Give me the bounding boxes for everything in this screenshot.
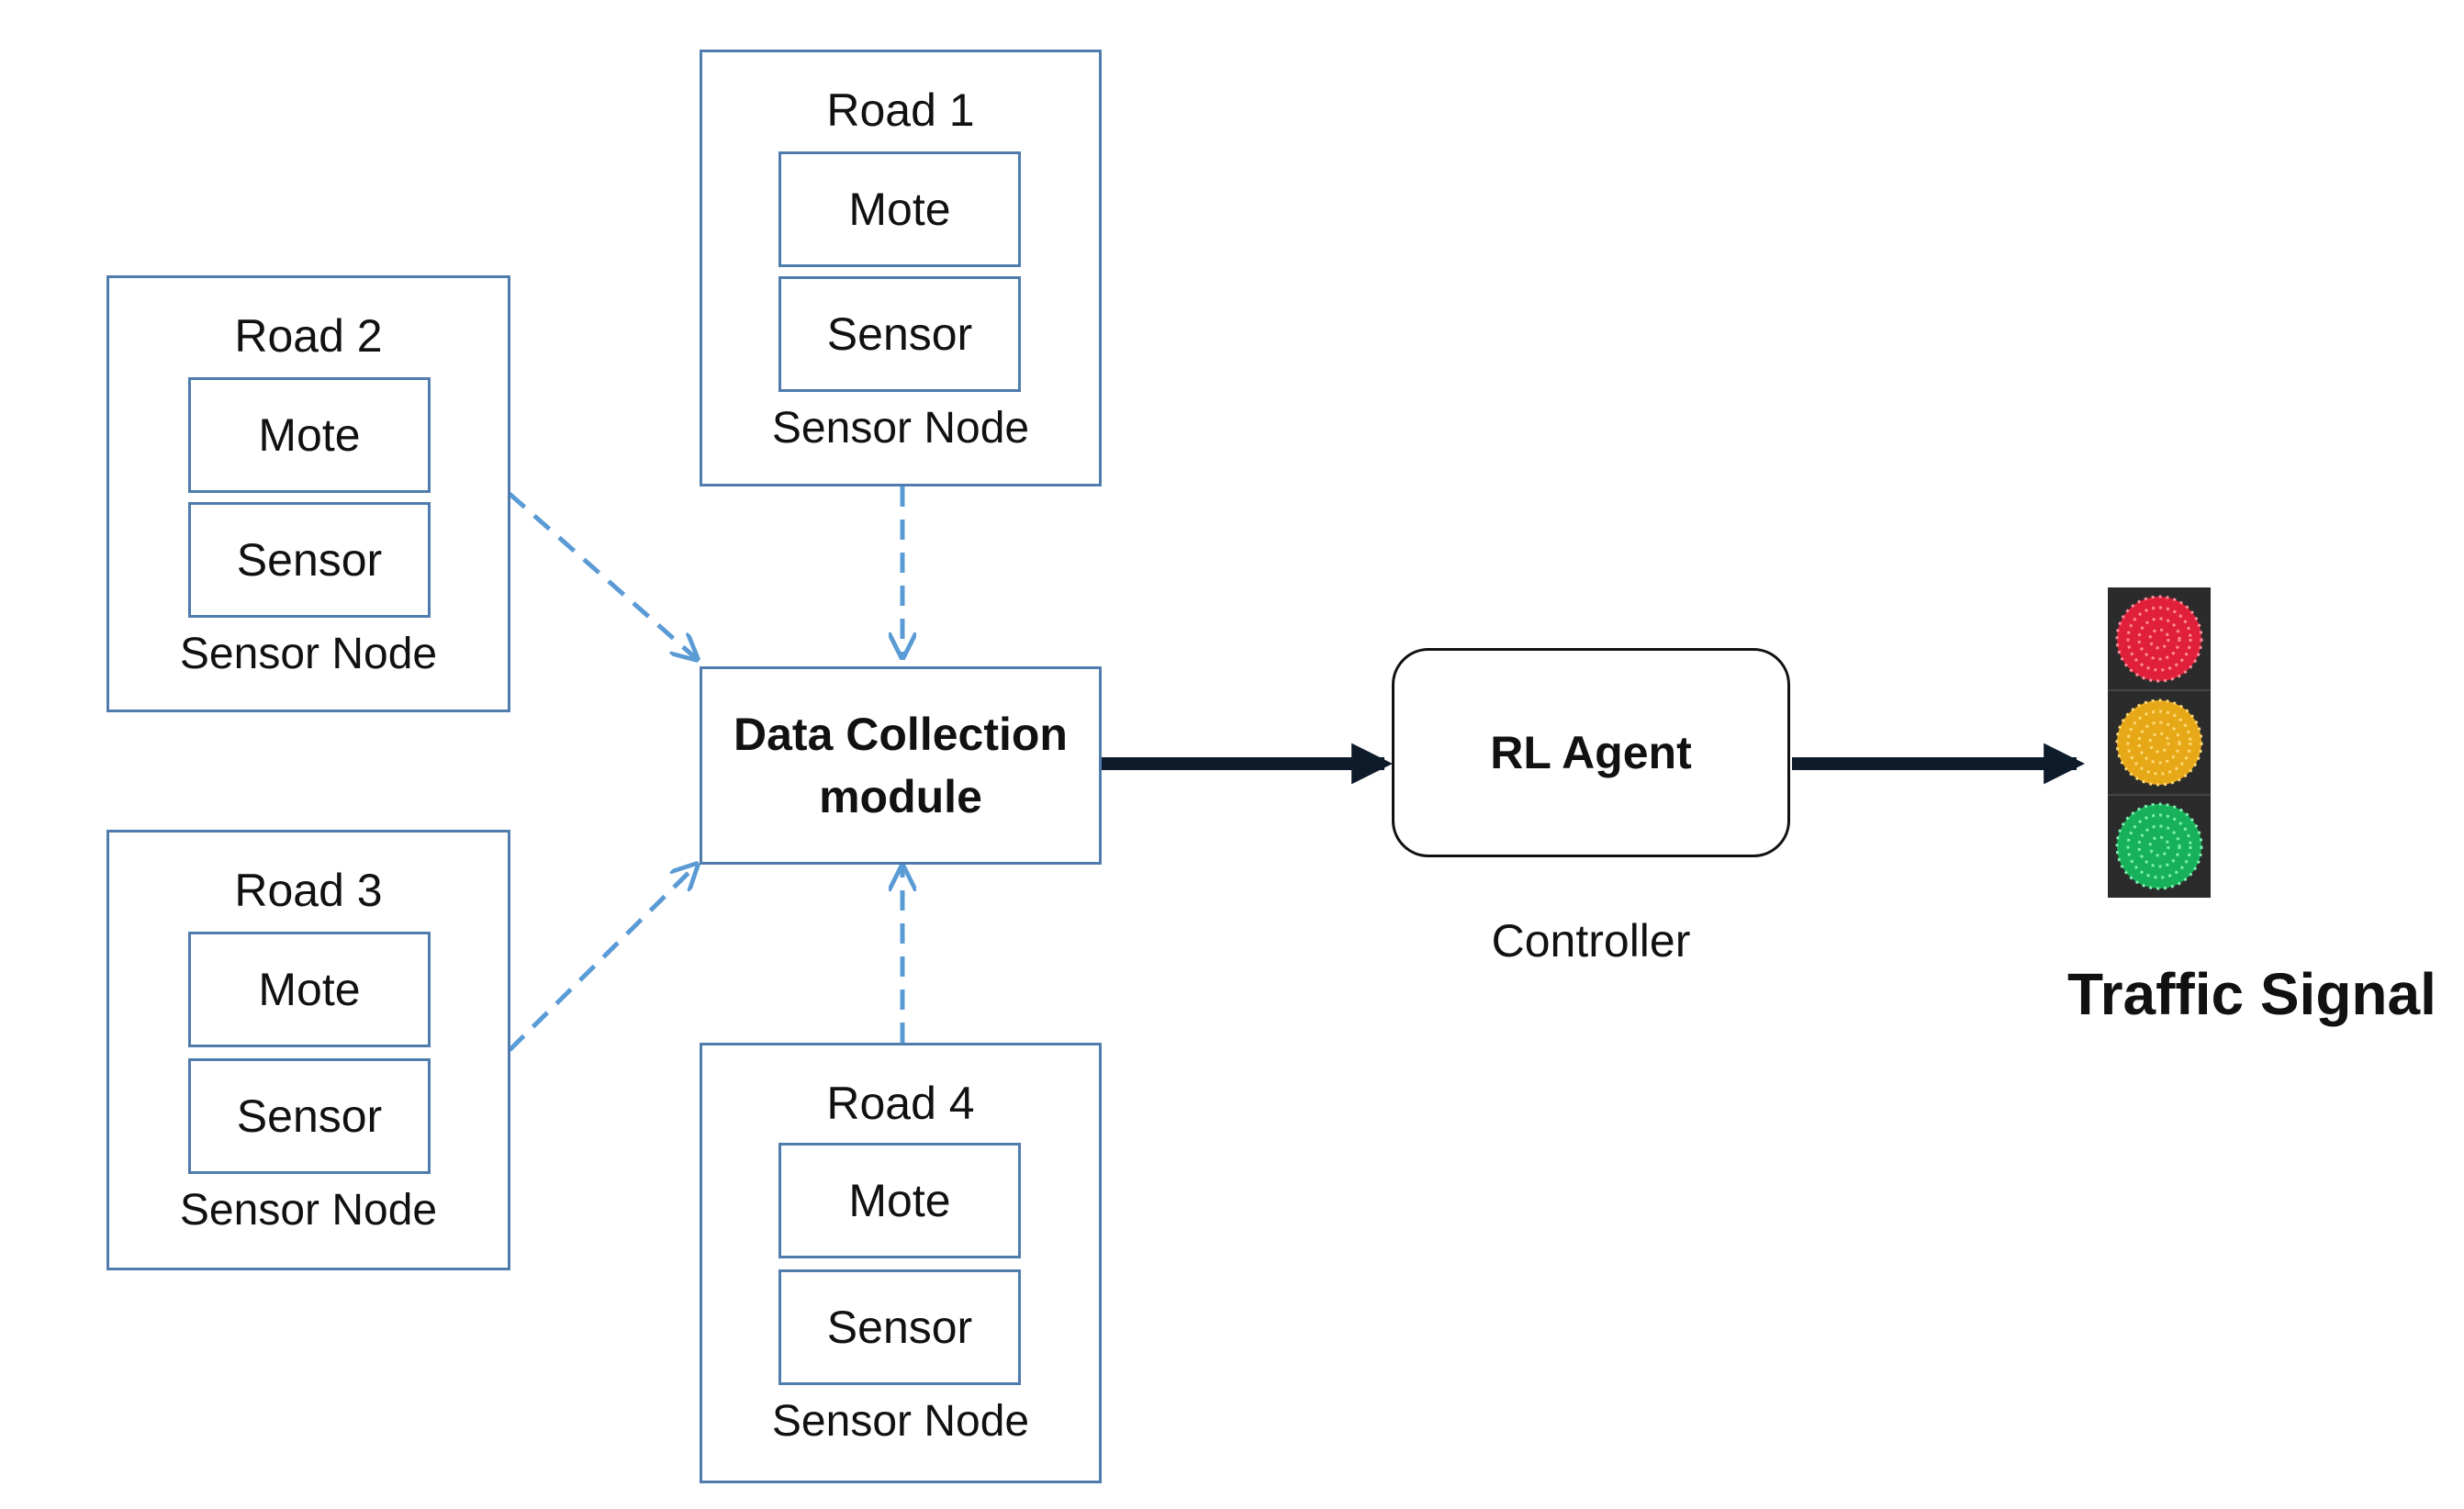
road-3-sensor: Sensor (188, 1058, 431, 1174)
data-collection-line-2: module (819, 771, 982, 822)
arrow-road3-to-dc (508, 865, 697, 1052)
road-2-mote: Mote (188, 377, 431, 493)
controller-caption: Controller (1491, 915, 1691, 967)
road-4-node-label: Sensor Node (771, 1397, 1030, 1446)
green-light (2115, 802, 2203, 890)
yellow-light (2115, 699, 2203, 787)
road-4-sensor: Sensor (778, 1269, 1021, 1385)
data-collection-module: Data Collection module (700, 666, 1102, 865)
road-1-node-label: Sensor Node (771, 404, 1030, 453)
road-3-box: Road 3 Mote Sensor Sensor Node (106, 830, 510, 1270)
traffic-light-icon (2108, 587, 2211, 898)
road-2-node-label: Sensor Node (179, 630, 438, 678)
traffic-signal-label: Traffic Signal (2067, 961, 2436, 1027)
road-2-box: Road 2 Mote Sensor Sensor Node (106, 275, 510, 712)
road-4-box: Road 4 Mote Sensor Sensor Node (700, 1043, 1102, 1483)
road-1-mote: Mote (778, 151, 1021, 267)
data-collection-line-1: Data Collection (734, 709, 1068, 760)
road-3-node-label: Sensor Node (179, 1186, 438, 1235)
road-2-sensor: Sensor (188, 502, 431, 618)
road-3-mote: Mote (188, 932, 431, 1047)
rl-agent-label: RL Agent (1490, 727, 1692, 778)
red-light (2115, 595, 2203, 683)
road-4-title: Road 4 (826, 1078, 975, 1129)
road-3-title: Road 3 (234, 865, 383, 916)
road-1-box: Road 1 Mote Sensor Sensor Node (700, 50, 1102, 486)
road-4-mote: Mote (778, 1143, 1021, 1258)
road-1-title: Road 1 (826, 84, 975, 136)
road-1-sensor: Sensor (778, 276, 1021, 392)
road-2-title: Road 2 (234, 310, 383, 362)
rl-agent-box: RL Agent (1392, 648, 1790, 857)
arrow-road2-to-dc (508, 492, 697, 659)
